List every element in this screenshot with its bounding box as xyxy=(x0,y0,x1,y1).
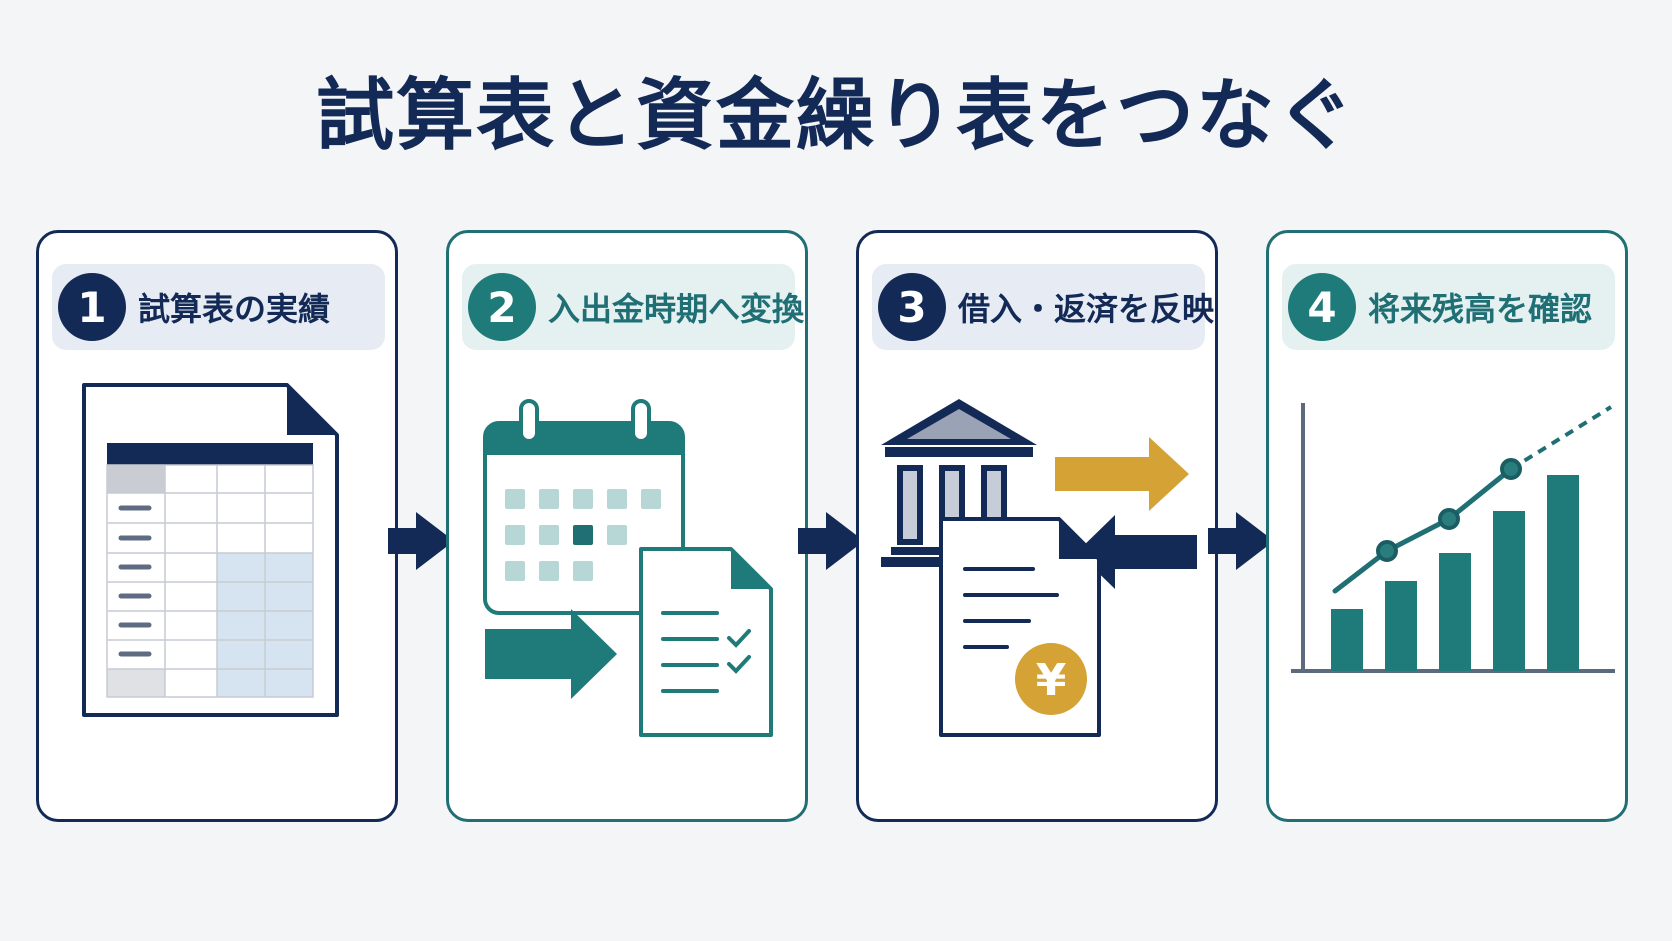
outflow-arrow-icon xyxy=(1055,437,1189,511)
inflow-arrow-icon xyxy=(1077,515,1197,589)
step-number-badge-3: 3 xyxy=(878,273,946,341)
step-label-4: 将来残高を確認 xyxy=(1368,290,1593,328)
step-card-3: 3 借入・返済を反映 ¥ xyxy=(856,230,1218,822)
step-card-2: 2 入出金時期へ変換 xyxy=(446,230,808,822)
step-label-3: 借入・返済を反映 xyxy=(958,290,1215,328)
bank-loan-icon: ¥ xyxy=(881,399,1197,737)
step-number-badge-1: 1 xyxy=(58,273,126,341)
step-header-4: 4 将来残高を確認 xyxy=(1282,264,1615,350)
flow-arrow-3 xyxy=(1208,512,1274,570)
flow-arrow-1 xyxy=(388,512,454,570)
flow-arrow-2 xyxy=(798,512,864,570)
yen-symbol: ¥ xyxy=(1036,655,1067,706)
step-header-3: 3 借入・返済を反映 xyxy=(872,264,1214,350)
step-header-2: 2 入出金時期へ変換 xyxy=(462,264,804,350)
step-label-2: 入出金時期へ変換 xyxy=(548,290,805,328)
step-card-1: 1 試算表の実績 xyxy=(36,230,398,822)
step-card-4: 4 将来残高を確認 xyxy=(1266,230,1628,822)
yen-coin-icon xyxy=(1015,643,1087,715)
step-header-1: 1 試算表の実績 xyxy=(52,264,385,350)
growth-chart-icon xyxy=(1291,403,1615,673)
page-title: 試算表と資金繰り表をつなぐ xyxy=(315,71,1356,161)
spreadsheet-icon xyxy=(82,383,339,717)
step-number-badge-4: 4 xyxy=(1288,273,1356,341)
calendar-schedule-icon xyxy=(483,399,773,737)
step-label-1: 試算表の実績 xyxy=(138,290,331,328)
step-number-badge-2: 2 xyxy=(468,273,536,341)
